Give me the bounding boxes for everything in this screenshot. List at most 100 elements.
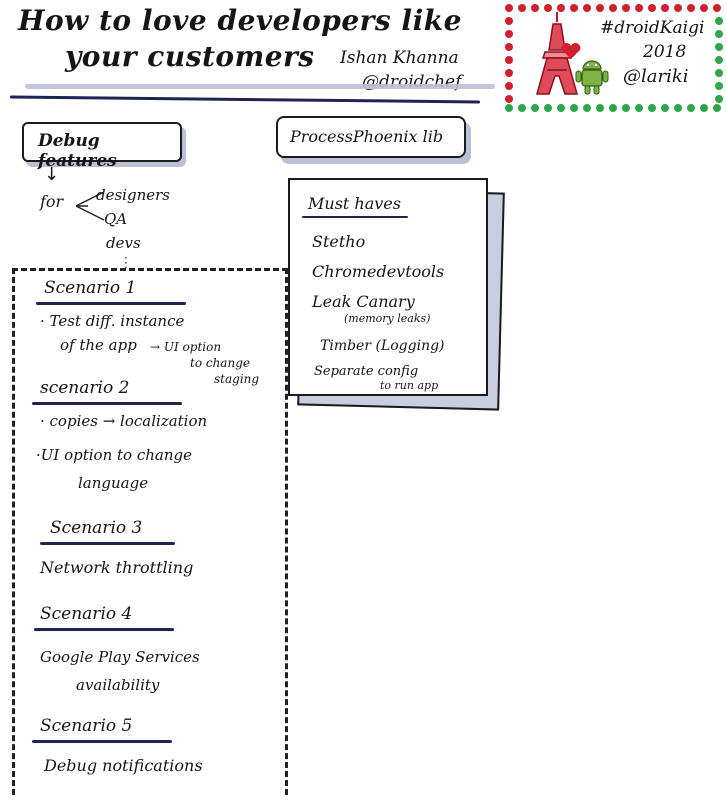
border-dot [544,104,552,112]
border-dot [715,17,723,25]
android-robot-icon [575,60,609,95]
border-dot [715,82,723,90]
scenario-5-line-1: Debug notifications [44,756,203,775]
scenario-4-title: Scenario 4 [40,604,133,624]
debug-features-heading: Debug features [38,131,117,171]
border-dot [635,104,643,112]
must-have-stetho: Stetho [312,232,366,251]
scenario-3-title: Scenario 3 [50,518,143,538]
badge-hashtag: #droidKaigi [600,18,705,38]
border-dot [715,56,723,64]
badge-artist: @lariki [623,66,689,87]
border-dot [648,4,656,12]
border-dot [505,56,513,64]
page-title-line-1: How to love developers like [18,4,462,37]
border-dot [596,104,604,112]
border-dot [583,104,591,112]
border-dot [518,4,526,12]
must-have-leak-canary: Leak Canary [312,292,415,311]
droidkaigi-badge: #droidKaigi 2018 @lariki [505,4,723,112]
speaker-handle: @droidchef [362,72,462,92]
border-dot [661,104,669,112]
must-have-timber: Timber (Logging) [320,338,445,354]
scenario-1-title: Scenario 1 [44,278,137,298]
border-dot [544,4,552,12]
border-dot [622,104,630,112]
processphoenix-label: ProcessPhoenix lib [290,127,444,146]
scenario-4-line-1: Google Play Services [40,648,200,666]
border-dot [648,104,656,112]
border-dot [531,4,539,12]
scenario-1-line-5: staging [214,372,260,386]
scenario-2-line-1: · copies → localization [40,412,208,430]
border-dot [674,4,682,12]
title-underline [9,95,481,104]
scenario-2-title: scenario 2 [40,378,130,398]
processphoenix-box: ProcessPhoenix lib [276,116,466,158]
scenario-5-title: Scenario 5 [40,716,133,736]
scenario-4-underline [34,628,174,631]
border-dot [715,95,723,103]
must-have-separate-config-2: to run app [380,379,439,392]
border-dot [531,104,539,112]
border-dot [661,4,669,12]
must-have-chromedevtools: Chromedevtools [312,262,445,281]
must-haves-title: Must haves [308,194,401,213]
border-dot [557,4,565,12]
border-dot [715,69,723,77]
debug-features-box: Debug features [22,122,182,171]
border-dot [687,104,695,112]
audience-qa: QA [104,210,128,228]
border-dot [713,104,721,112]
border-dot [570,104,578,112]
audience-devs: devs [106,234,141,252]
border-dot [583,4,591,12]
scenario-1-line-4: to change [190,356,250,370]
border-dot [505,43,513,51]
border-dot [622,4,630,12]
must-have-separate-config: Separate config [314,364,419,379]
border-dot [505,104,513,112]
for-label: for [40,192,64,211]
title-underline-shade [25,84,495,89]
scenarios-dashed-frame [12,268,288,795]
speaker-name: Ishan Khanna [340,48,459,68]
border-dot [687,4,695,12]
border-dot [557,104,565,112]
must-haves-card: Must haves Stetho Chromedevtools Leak Ca… [288,178,488,396]
border-dot [674,104,682,112]
scenario-1-underline [36,302,186,305]
border-dot [570,4,578,12]
border-dot [715,43,723,51]
border-dot [715,30,723,38]
scenario-2-line-2: ·UI option to change [36,446,192,464]
scenario-3-line-1: Network throttling [40,558,194,577]
border-dot [505,95,513,103]
page-title-line-2: your customers [65,40,315,73]
border-dot [635,4,643,12]
scenario-4-line-2: availability [76,676,160,694]
scenario-2-line-3: language [78,474,149,492]
border-dot [505,30,513,38]
scenario-3-underline [40,542,175,545]
border-dot [609,4,617,12]
scenario-1-line-3: → UI option [150,340,222,354]
border-dot [505,82,513,90]
border-dot [700,104,708,112]
border-dot [596,4,604,12]
scenario-1-line-2: of the app [60,336,137,354]
down-arrow-icon: ↓ [44,164,60,185]
must-have-leak-canary-note: (memory leaks) [344,312,431,325]
border-dot [713,4,721,12]
border-dot [505,17,513,25]
scenario-5-underline [32,740,172,743]
scenario-1-line-1: · Test diff. instance [40,312,185,330]
border-dot [505,69,513,77]
heart-icon [561,43,581,59]
branch-arrows-icon [75,191,105,221]
border-dot [609,104,617,112]
audience-designers: designers [96,186,170,204]
scenario-2-underline [32,402,182,405]
must-haves-underline [302,216,408,218]
